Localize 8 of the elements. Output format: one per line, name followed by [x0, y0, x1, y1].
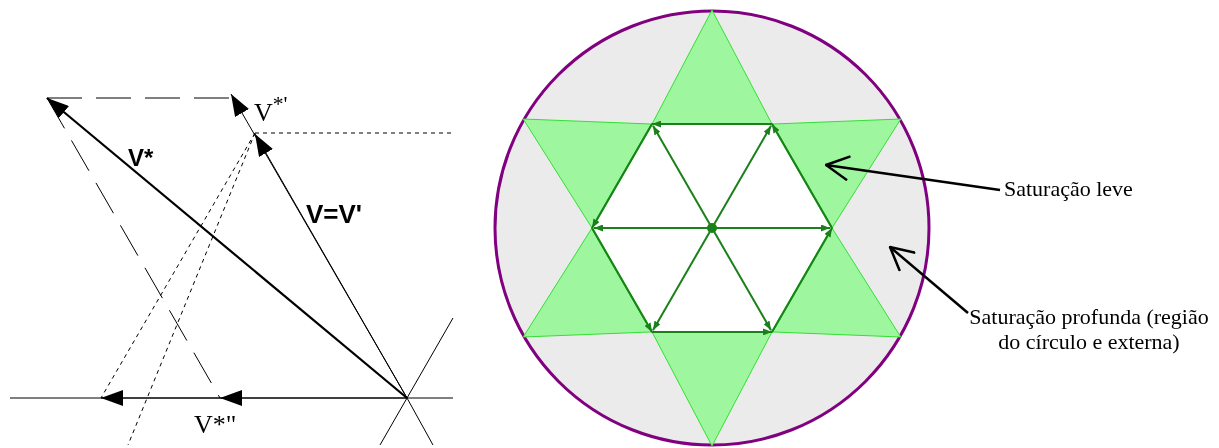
vector-label: V=V'	[306, 200, 363, 230]
region-label: Saturação leve	[1004, 176, 1174, 202]
leader-line	[824, 155, 1001, 192]
vector-label: V*"	[194, 410, 237, 440]
leader-line	[888, 245, 969, 314]
vector-label: V$^{*'}$	[254, 92, 288, 128]
vector-label: V*	[128, 144, 154, 172]
region-label: Saturação profunda (região do círculo e externa)	[964, 304, 1214, 355]
